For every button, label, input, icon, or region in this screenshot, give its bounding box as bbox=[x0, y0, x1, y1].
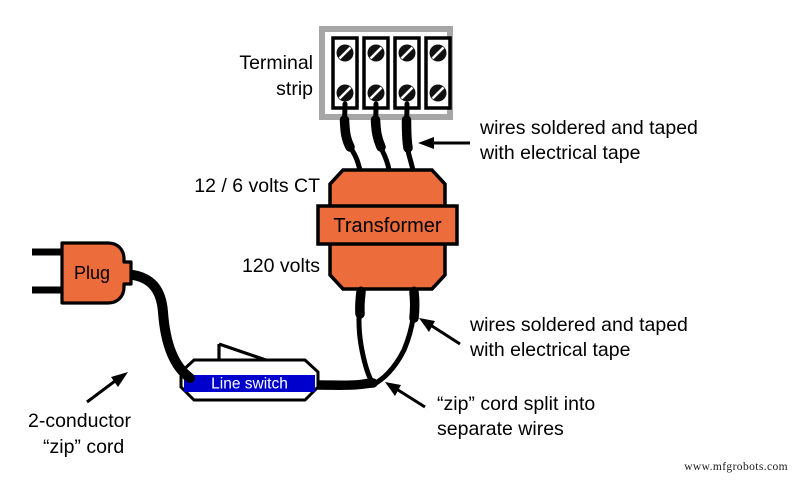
note-top-line1: wires soldered and taped bbox=[479, 117, 698, 139]
switch-band bbox=[184, 375, 315, 392]
screw-icon[interactable] bbox=[398, 84, 416, 102]
terminal-block-2[interactable] bbox=[362, 36, 390, 110]
screw-icon[interactable] bbox=[336, 44, 354, 62]
screw-icon[interactable] bbox=[429, 44, 447, 62]
plug-body bbox=[60, 241, 133, 305]
note-zip-split-line1: “zip” cord split into bbox=[437, 393, 595, 415]
screw-icon[interactable] bbox=[367, 84, 385, 102]
arrow-shaft bbox=[86, 379, 116, 404]
annotation-arrow-top bbox=[418, 137, 470, 149]
taped-segment-2 bbox=[370, 115, 386, 152]
note-zip-split-line2: separate wires bbox=[437, 418, 564, 440]
note-cord-line1: 2-conductor bbox=[28, 410, 131, 432]
zip-cord-left bbox=[116, 269, 195, 383]
terminal-strip[interactable] bbox=[319, 26, 453, 120]
annotation-arrow-middle bbox=[419, 318, 461, 346]
primary-wire-right bbox=[371, 286, 417, 387]
secondary-wires bbox=[339, 101, 416, 173]
screw-icon[interactable] bbox=[336, 84, 354, 102]
zip-cord-right bbox=[313, 378, 378, 390]
arrow-head bbox=[418, 137, 434, 149]
terminal-block-4[interactable] bbox=[424, 36, 452, 110]
screw-icon[interactable] bbox=[429, 84, 447, 102]
transformer[interactable]: Transformer bbox=[316, 168, 459, 291]
note-bottom-line1: wires soldered and taped bbox=[469, 314, 688, 336]
transformer-label-band bbox=[316, 204, 459, 246]
transformer-label: Transformer bbox=[333, 215, 442, 237]
plug[interactable]: Plug bbox=[32, 241, 133, 305]
terminal-strip-label-line1: Terminal bbox=[239, 52, 313, 74]
watermark: www.mfgrobots.com bbox=[684, 461, 788, 473]
screw-icon[interactable] bbox=[398, 44, 416, 62]
taped-segment-1 bbox=[339, 115, 355, 152]
secondary-voltage-label: 12 / 6 volts CT bbox=[194, 175, 320, 197]
taped-segment-3 bbox=[401, 115, 413, 153]
primary-voltage-label: 120 volts bbox=[242, 255, 320, 277]
note-top-line2: with electrical tape bbox=[479, 142, 640, 164]
terminal-block-3[interactable] bbox=[393, 36, 421, 110]
line-switch-label: Line switch bbox=[211, 376, 288, 393]
annotation-arrow-cord bbox=[86, 372, 128, 404]
plug-label: Plug bbox=[74, 263, 110, 283]
note-cord-line2: “zip” cord bbox=[43, 436, 124, 458]
terminal-block-1[interactable] bbox=[331, 36, 359, 110]
screw-icon[interactable] bbox=[367, 44, 385, 62]
line-switch[interactable]: Line switch bbox=[179, 342, 320, 402]
arrow-head bbox=[419, 318, 435, 332]
primary-wires bbox=[355, 286, 420, 387]
taped-segment-4 bbox=[355, 287, 366, 319]
annotation-arrow-split bbox=[385, 382, 426, 409]
note-bottom-line2: with electrical tape bbox=[469, 339, 630, 361]
arrow-shaft bbox=[431, 324, 461, 346]
arrow-head bbox=[111, 372, 128, 387]
arrow-head bbox=[385, 382, 401, 396]
arrow-shaft bbox=[397, 388, 426, 409]
taped-segment-5 bbox=[409, 287, 420, 323]
terminal-strip-label-line2: strip bbox=[276, 78, 313, 100]
